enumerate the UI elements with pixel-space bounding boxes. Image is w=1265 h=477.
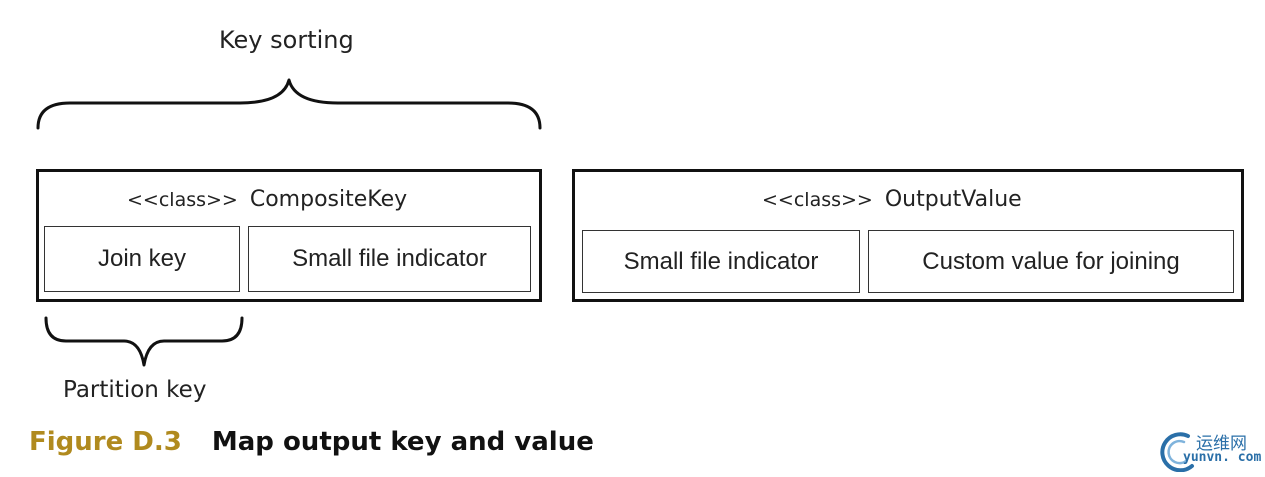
output-value-stereotype: <<class>> — [762, 189, 873, 211]
join-key-field: Join key — [44, 226, 240, 292]
custom-value-field: Custom value for joining — [868, 230, 1234, 293]
composite-key-stereotype: <<class>> — [127, 189, 238, 211]
partition-key-brace — [44, 316, 244, 367]
output-value-title: <<class>> OutputValue — [762, 187, 1022, 212]
watermark-url-text: yunvn. com — [1183, 450, 1262, 465]
partition-key-label: Partition key — [63, 377, 207, 403]
key-sorting-label: Key sorting — [219, 26, 354, 54]
composite-key-title: <<class>> CompositeKey — [127, 187, 407, 212]
output-value-name: OutputValue — [884, 187, 1022, 212]
watermark-chinese-text: 运维网 — [1196, 434, 1247, 454]
composite-small-file-indicator-field: Small file indicator — [248, 226, 531, 292]
figure-number: Figure D.3 — [29, 427, 182, 457]
composite-key-name: CompositeKey — [249, 187, 408, 212]
figure-title: Map output key and value — [211, 427, 594, 457]
yunvn-logo-icon — [1160, 432, 1194, 472]
key-sorting-brace — [36, 78, 542, 130]
output-small-file-indicator-field: Small file indicator — [582, 230, 860, 293]
figure-caption: Figure D.3 Map output key and value — [29, 427, 594, 457]
